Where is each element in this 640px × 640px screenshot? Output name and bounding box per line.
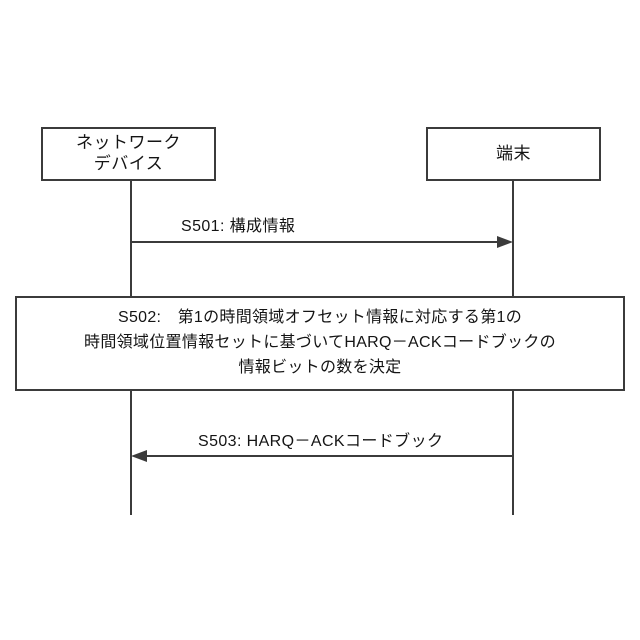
actor-box-network-device: ネットワーク デバイス <box>41 127 216 181</box>
message-arrow-s501 <box>131 241 505 243</box>
arrowhead-right-icon <box>497 236 513 248</box>
actor-label-terminal: 端末 <box>496 143 531 163</box>
actor-box-terminal: 端末 <box>426 127 601 181</box>
process-box-s502: S502: 第1の時間領域オフセット情報に対応する第1の 時間領域位置情報セット… <box>15 296 625 391</box>
arrowhead-left-icon <box>131 450 147 462</box>
message-label-s501: S501: 構成情報 <box>181 218 296 235</box>
process-label-s502: S502: 第1の時間領域オフセット情報に対応する第1の 時間領域位置情報セット… <box>84 309 556 376</box>
message-arrow-s503 <box>139 455 513 457</box>
actor-label-network-device: ネットワーク デバイス <box>76 133 181 173</box>
message-label-s503: S503: HARQ－ACKコードブック <box>198 433 444 450</box>
